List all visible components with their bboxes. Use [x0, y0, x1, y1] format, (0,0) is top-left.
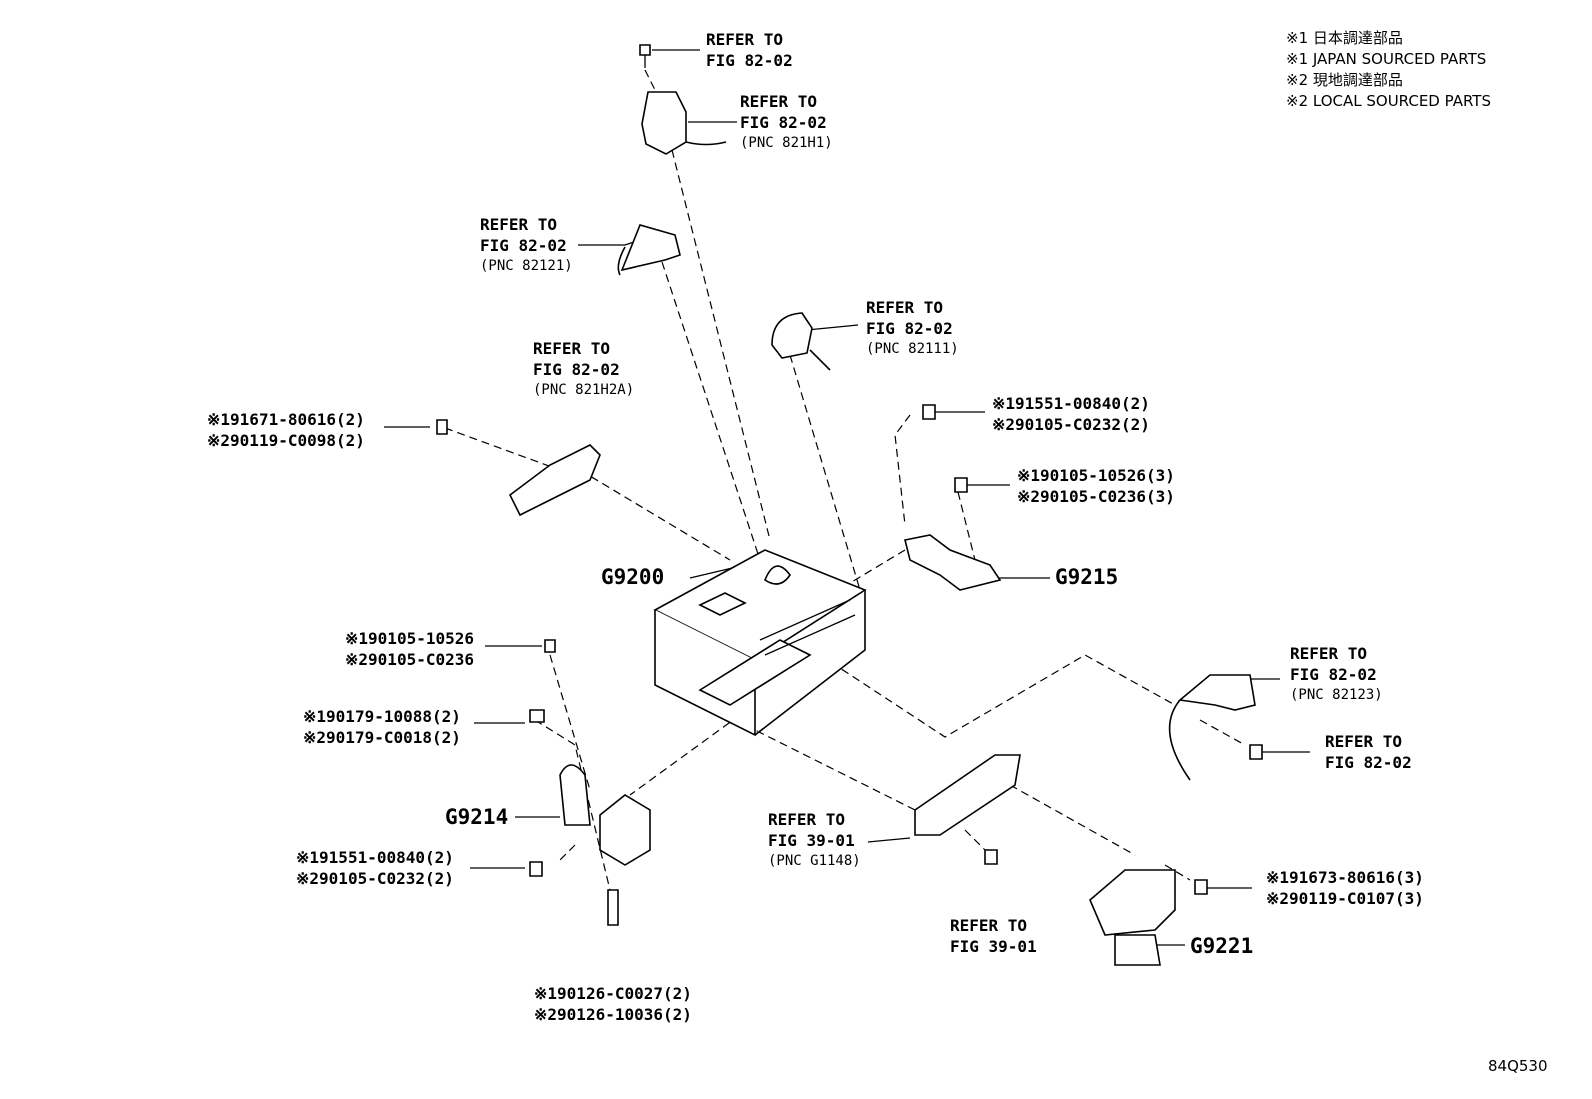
legend-line-3: ※2 現地調達部品 — [1286, 71, 1403, 89]
bracket-g9214-icon — [529, 639, 651, 926]
refer-left-connector: REFER TO FIG 82-02 (PNC 821H2A) — [533, 339, 635, 398]
refer-right-bolt: REFER TO FIG 82-02 — [1325, 732, 1412, 772]
pn-left-lower-bolt: ※191551-00840(2) ※290105-C0232(2) — [296, 848, 454, 888]
cover-g9221-icon — [1089, 869, 1208, 966]
bracket-g9215-icon — [904, 404, 1002, 591]
bottom-connector-icon — [914, 754, 1021, 865]
refer-top-bolt: REFER TO FIG 82-02 — [706, 30, 793, 70]
figure-id: 84Q530 — [1488, 1057, 1548, 1075]
code-g9215: G9215 — [1055, 565, 1119, 589]
legend: ※1 日本調達部品 ※1 JAPAN SOURCED PARTS ※2 現地調達… — [1286, 28, 1491, 112]
refer-bottom-connector: REFER TO FIG 39-01 (PNC G1148) — [768, 810, 861, 869]
inverter-assembly-icon — [653, 549, 867, 737]
pn-right-upper-bolt: ※191551-00840(2) ※290105-C0232(2) — [992, 394, 1150, 434]
top-bolt-icon — [639, 44, 651, 68]
code-g9200: G9200 — [601, 565, 665, 589]
legend-line-2: ※1 JAPAN SOURCED PARTS — [1286, 50, 1487, 68]
refer-bottom-bolt: REFER TO FIG 39-01 — [950, 916, 1037, 956]
center-clamp-icon — [771, 312, 831, 371]
refer-right-harness: REFER TO FIG 82-02 (PNC 82123) — [1290, 644, 1383, 703]
refer-left-bracket: REFER TO FIG 82-02 (PNC 82121) — [480, 215, 573, 274]
top-sensor-icon — [641, 91, 727, 155]
left-connector-icon — [436, 419, 601, 517]
pn-left-connector-bolt: ※191671-80616(2) ※290119-C0098(2) — [207, 410, 365, 450]
right-harness-icon — [1168, 674, 1263, 781]
exploded-lines — [444, 69, 1246, 891]
pn-stud: ※190126-C0027(2) ※290126-10036(2) — [534, 984, 692, 1024]
pn-left-nut: ※190179-10088(2) ※290179-C0018(2) — [303, 707, 461, 747]
left-bracket-icon — [617, 224, 681, 276]
legend-line-4: ※2 LOCAL SOURCED PARTS — [1286, 92, 1491, 110]
legend-line-1: ※1 日本調達部品 — [1286, 29, 1403, 47]
refer-top-sensor: REFER TO FIG 82-02 (PNC 821H1) — [740, 92, 833, 151]
code-g9214: G9214 — [445, 805, 509, 829]
refer-center-clamp: REFER TO FIG 82-02 (PNC 82111) — [866, 298, 959, 357]
code-g9221: G9221 — [1190, 934, 1254, 958]
pn-right-second-bolt: ※190105-10526(3) ※290105-C0236(3) — [1017, 466, 1175, 506]
pn-left-upper-bolt: ※190105-10526 ※290105-C0236 — [345, 629, 474, 669]
pn-right-lower-bolt: ※191673-80616(3) ※290119-C0107(3) — [1266, 868, 1424, 908]
